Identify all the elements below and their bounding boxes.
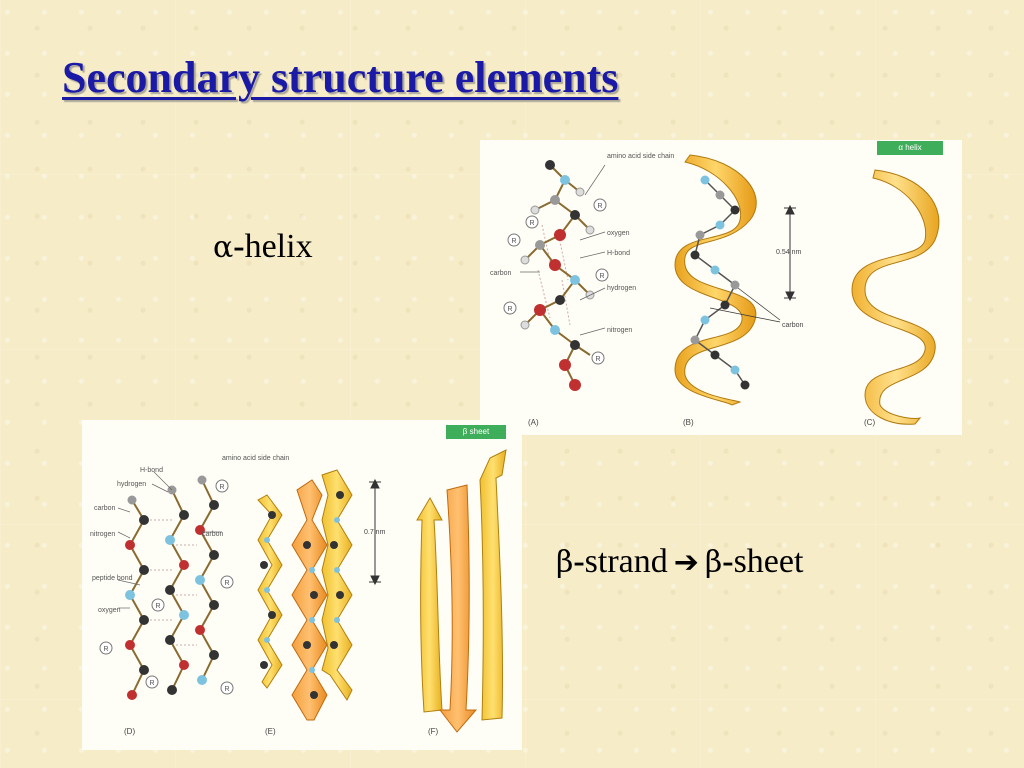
peptide-bond-annotation: peptide bond <box>92 575 133 582</box>
alpha-helix-figure: α helix <box>480 140 962 435</box>
beta-sheet-figure: β sheet <box>82 420 522 750</box>
panel-label: (C) <box>864 418 876 427</box>
r-label: R <box>103 646 108 653</box>
r-label: R <box>599 273 604 280</box>
carbon-b-annotation: carbon <box>782 322 804 329</box>
r-label: R <box>507 306 512 313</box>
r-label: R <box>529 220 534 227</box>
beta-word-2: sheet <box>733 543 804 580</box>
beta-dash-2: - <box>722 543 734 580</box>
hbond-annotation: H-bond <box>140 467 163 474</box>
panel-label: (B) <box>683 418 694 427</box>
alpha-symbol: α <box>213 230 234 265</box>
r-label: R <box>219 484 224 491</box>
alpha-word: helix <box>244 228 313 265</box>
r-label: R <box>511 238 516 245</box>
beta-sheet-tag: β sheet <box>446 425 506 439</box>
panel-label: (F) <box>428 727 439 736</box>
r-label: R <box>224 686 229 693</box>
beta-symbol-1: β <box>556 545 574 580</box>
helix-ribbon-atoms: 0.54 nm carbon <box>674 154 804 406</box>
pitch-annotation: 0.54 nm <box>776 249 801 256</box>
side-chain-annotation: amino acid side chain <box>607 153 674 160</box>
right-arrow-icon: ➔ <box>673 545 699 580</box>
carbon-annotation: carbon <box>490 270 512 277</box>
hydrogen-annotation: hydrogen <box>607 285 636 292</box>
sheet-flat-arrows <box>416 449 507 733</box>
alpha-helix-illustration: R R R R R R amino acid side chain oxygen… <box>490 153 940 425</box>
side-chain-annotation: amino acid side chain <box>222 455 289 462</box>
beta-word-1: strand <box>584 543 668 580</box>
panel-label: (E) <box>265 727 276 736</box>
nitrogen-annotation: nitrogen <box>607 327 632 334</box>
panel-label: (D) <box>124 727 136 736</box>
sheet-zigzag-arrows: 0.7 nm <box>257 469 386 721</box>
beta-sheet-label: β-strand➔β-sheet <box>556 543 803 581</box>
alpha-dash: - <box>233 228 245 265</box>
r-label: R <box>224 580 229 587</box>
alpha-helix-tag: α helix <box>877 141 943 155</box>
hbond-annotation: H-bond <box>607 250 630 257</box>
alpha-helix-label: α-helix <box>213 228 313 266</box>
sheet-oxygen-annotation: oxygen <box>98 607 121 614</box>
r-label: R <box>149 680 154 687</box>
sheet-ball-stick-model: R R R R R R H-bond amino acid side chain… <box>90 455 289 700</box>
r-label: R <box>155 603 160 610</box>
r-label: R <box>597 203 602 210</box>
helix-ribbon <box>851 169 940 425</box>
panel-label: (A) <box>528 418 539 427</box>
spacing-annotation: 0.7 nm <box>364 529 386 536</box>
carbon-r-annotation: carbon <box>202 531 224 538</box>
r-label: R <box>595 356 600 363</box>
beta-dash-1: - <box>573 543 585 580</box>
nitrogen-annotation: nitrogen <box>90 531 115 538</box>
hydrogen-annotation: hydrogen <box>117 481 146 488</box>
carbon-annotation: carbon <box>94 505 116 512</box>
helix-ball-stick-model: R R R R R R amino acid side chain oxygen… <box>490 153 674 391</box>
beta-symbol-2: β <box>704 545 723 580</box>
oxygen-annotation: oxygen <box>607 230 630 237</box>
beta-sheet-illustration: R R R R R R H-bond amino acid side chain… <box>90 449 507 733</box>
slide-title: Secondary structure elements <box>62 53 619 102</box>
